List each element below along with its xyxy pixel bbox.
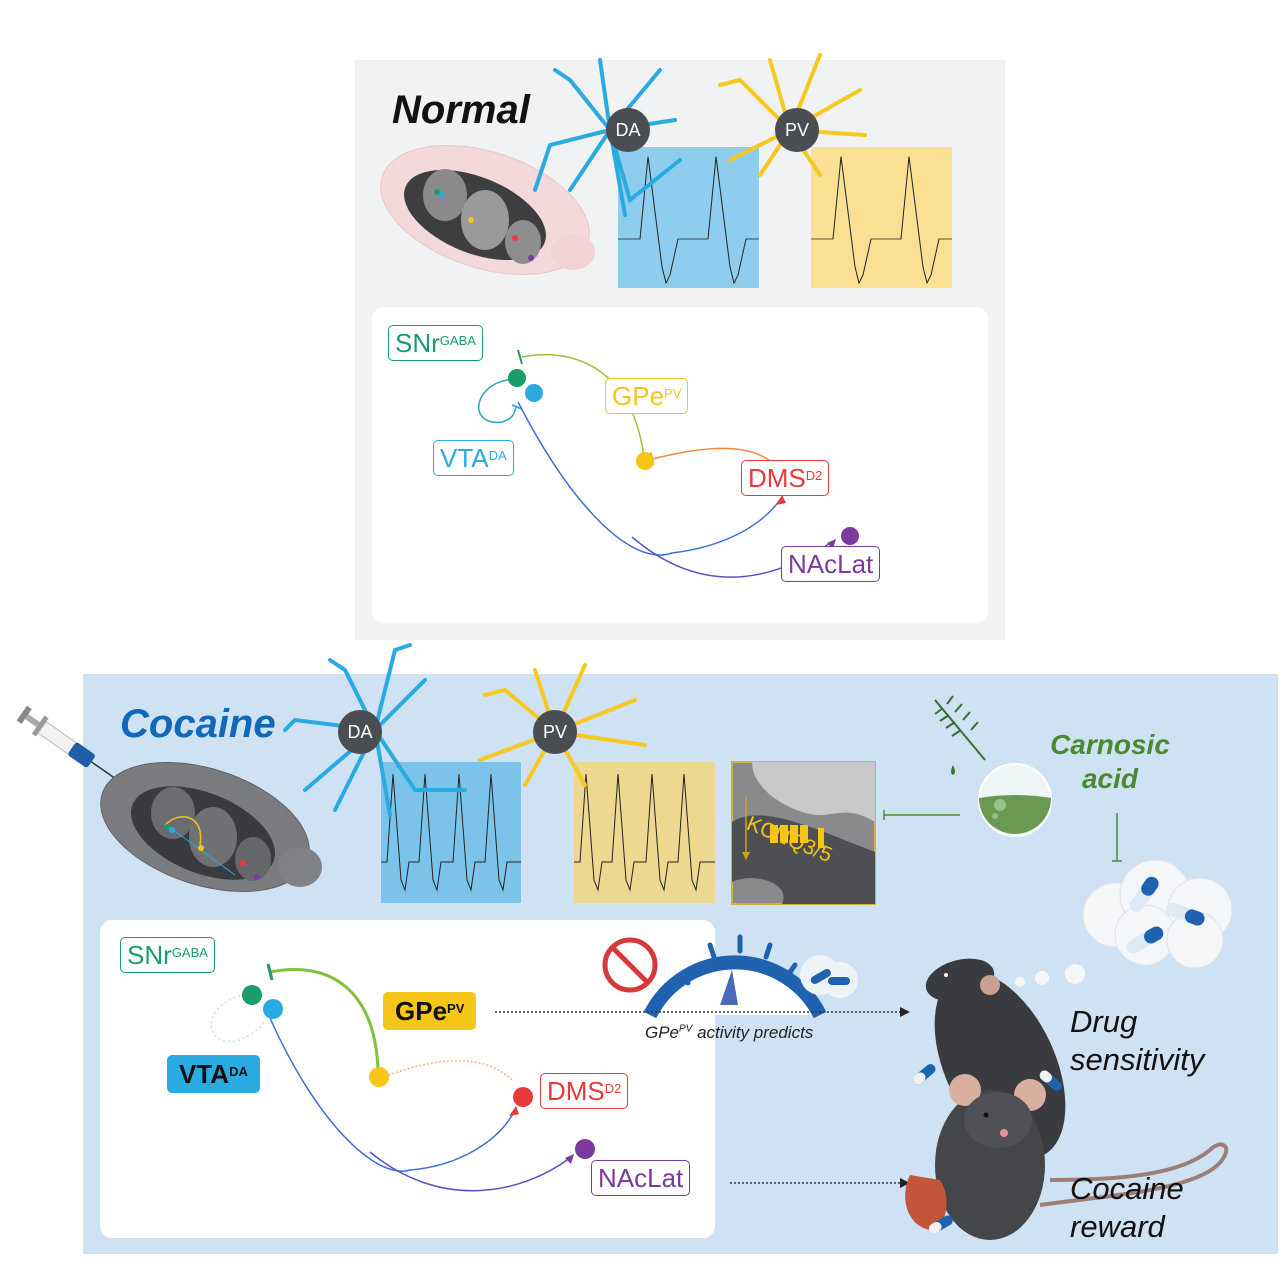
- gpe-predicts-sensitivity-arrow: [495, 1007, 910, 1017]
- dms-node: [513, 1087, 533, 1107]
- cocaine-label-dms: DMSD2: [540, 1073, 629, 1109]
- kcnq-channel-illustration: [731, 761, 876, 905]
- normal-da-firing-trace: [618, 147, 759, 288]
- vta-node: [525, 384, 543, 402]
- nac-predicts-reward-arrow: [730, 1178, 910, 1188]
- cocaine-pv-spike-trace: [574, 773, 715, 892]
- normal-label-gpe: GPePV: [605, 378, 689, 414]
- snr-node: [508, 369, 526, 387]
- gpe-node: [636, 452, 654, 470]
- carnosic-inhibits-craving-line: [1112, 813, 1122, 862]
- sensitivity-gauge-illustration: [602, 934, 858, 1019]
- cocaine-brain-illustration: [100, 762, 322, 892]
- cocaine-da-neuron: DA: [338, 710, 382, 754]
- normal-label-snr: SNrGABA: [388, 325, 483, 361]
- carnosic-inhibits-kcnq-line: [883, 810, 960, 820]
- pill-thought-cloud: [1082, 859, 1233, 969]
- normal-label-nac: NAcLat: [781, 546, 881, 582]
- carnosic-acid-flask-icon: [934, 695, 1052, 837]
- prediction-caption: GPePV activity predicts: [645, 1023, 814, 1042]
- cocaine-da-firing-trace: [381, 762, 521, 903]
- cocaine-title: Cocaine: [120, 702, 276, 746]
- thought-bubble-dots: [1015, 964, 1085, 987]
- cocaine-label-gpe: GPePV: [383, 992, 477, 1030]
- normal-pv-firing-trace: [811, 147, 952, 288]
- cocaine-label-nac: NAcLat: [591, 1160, 691, 1196]
- normal-pv-neuron: PV: [775, 108, 819, 152]
- cocaine-da-spike-trace: [381, 773, 521, 892]
- snr-node: [242, 985, 262, 1005]
- syringe-icon: [16, 705, 115, 779]
- normal-brain-illustration: [380, 145, 595, 275]
- cocaine-circuit-connections: [210, 963, 595, 1192]
- mice-illustration: [905, 958, 1229, 1240]
- cocaine-label-snr: SNrGABA: [120, 937, 215, 973]
- normal-label-dms: DMSD2: [741, 460, 830, 496]
- cocaine-label-vta: VTADA: [167, 1055, 260, 1093]
- normal-title: Normal: [392, 88, 530, 132]
- gpe-node: [369, 1067, 389, 1087]
- normal-da-spike-trace: [618, 156, 759, 285]
- vta-node: [263, 999, 283, 1019]
- normal-pv-spike-trace: [811, 156, 952, 285]
- nac-node: [575, 1139, 595, 1159]
- nac-node: [841, 527, 859, 545]
- normal-label-vta: VTADA: [433, 440, 514, 476]
- normal-da-neuron: DA: [606, 108, 650, 152]
- cocaine-pv-neuron: PV: [533, 710, 577, 754]
